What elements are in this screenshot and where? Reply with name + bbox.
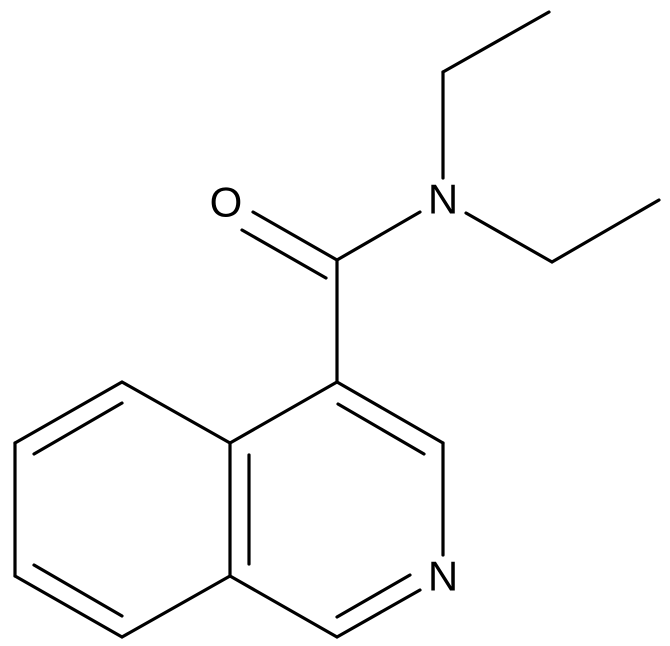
bond-ethyl2-ch3 <box>550 198 661 264</box>
bond-c5-c6-inner <box>32 401 124 456</box>
ring-nitrogen-label: N <box>428 553 458 600</box>
bond-carbonyl-double-b <box>240 228 328 280</box>
bond-c7-c8 <box>13 574 124 639</box>
bond-c4a-c4 <box>228 380 339 445</box>
bond-ethyl1-ch3 <box>441 10 551 74</box>
bond-carbonyl-double-a <box>251 210 339 262</box>
bond-c4-c3 <box>335 380 445 445</box>
bond-c4-c3-inner <box>336 402 426 456</box>
bond-n2-c1 <box>335 588 422 639</box>
bond-c8-c8a <box>120 574 232 639</box>
bond-c1-c8a <box>228 574 339 639</box>
bond-c7-c8-inner <box>32 563 124 618</box>
amide-nitrogen-label: N <box>428 176 458 223</box>
bond-n-ethyl2-ch2 <box>464 211 554 264</box>
bond-n2-c1-inner <box>335 573 412 619</box>
bond-c5-c6 <box>13 380 124 445</box>
bond-c4a-c5 <box>120 380 232 445</box>
bond-n-carbonyl-c <box>335 210 422 262</box>
oxygen-label: O <box>210 179 243 226</box>
